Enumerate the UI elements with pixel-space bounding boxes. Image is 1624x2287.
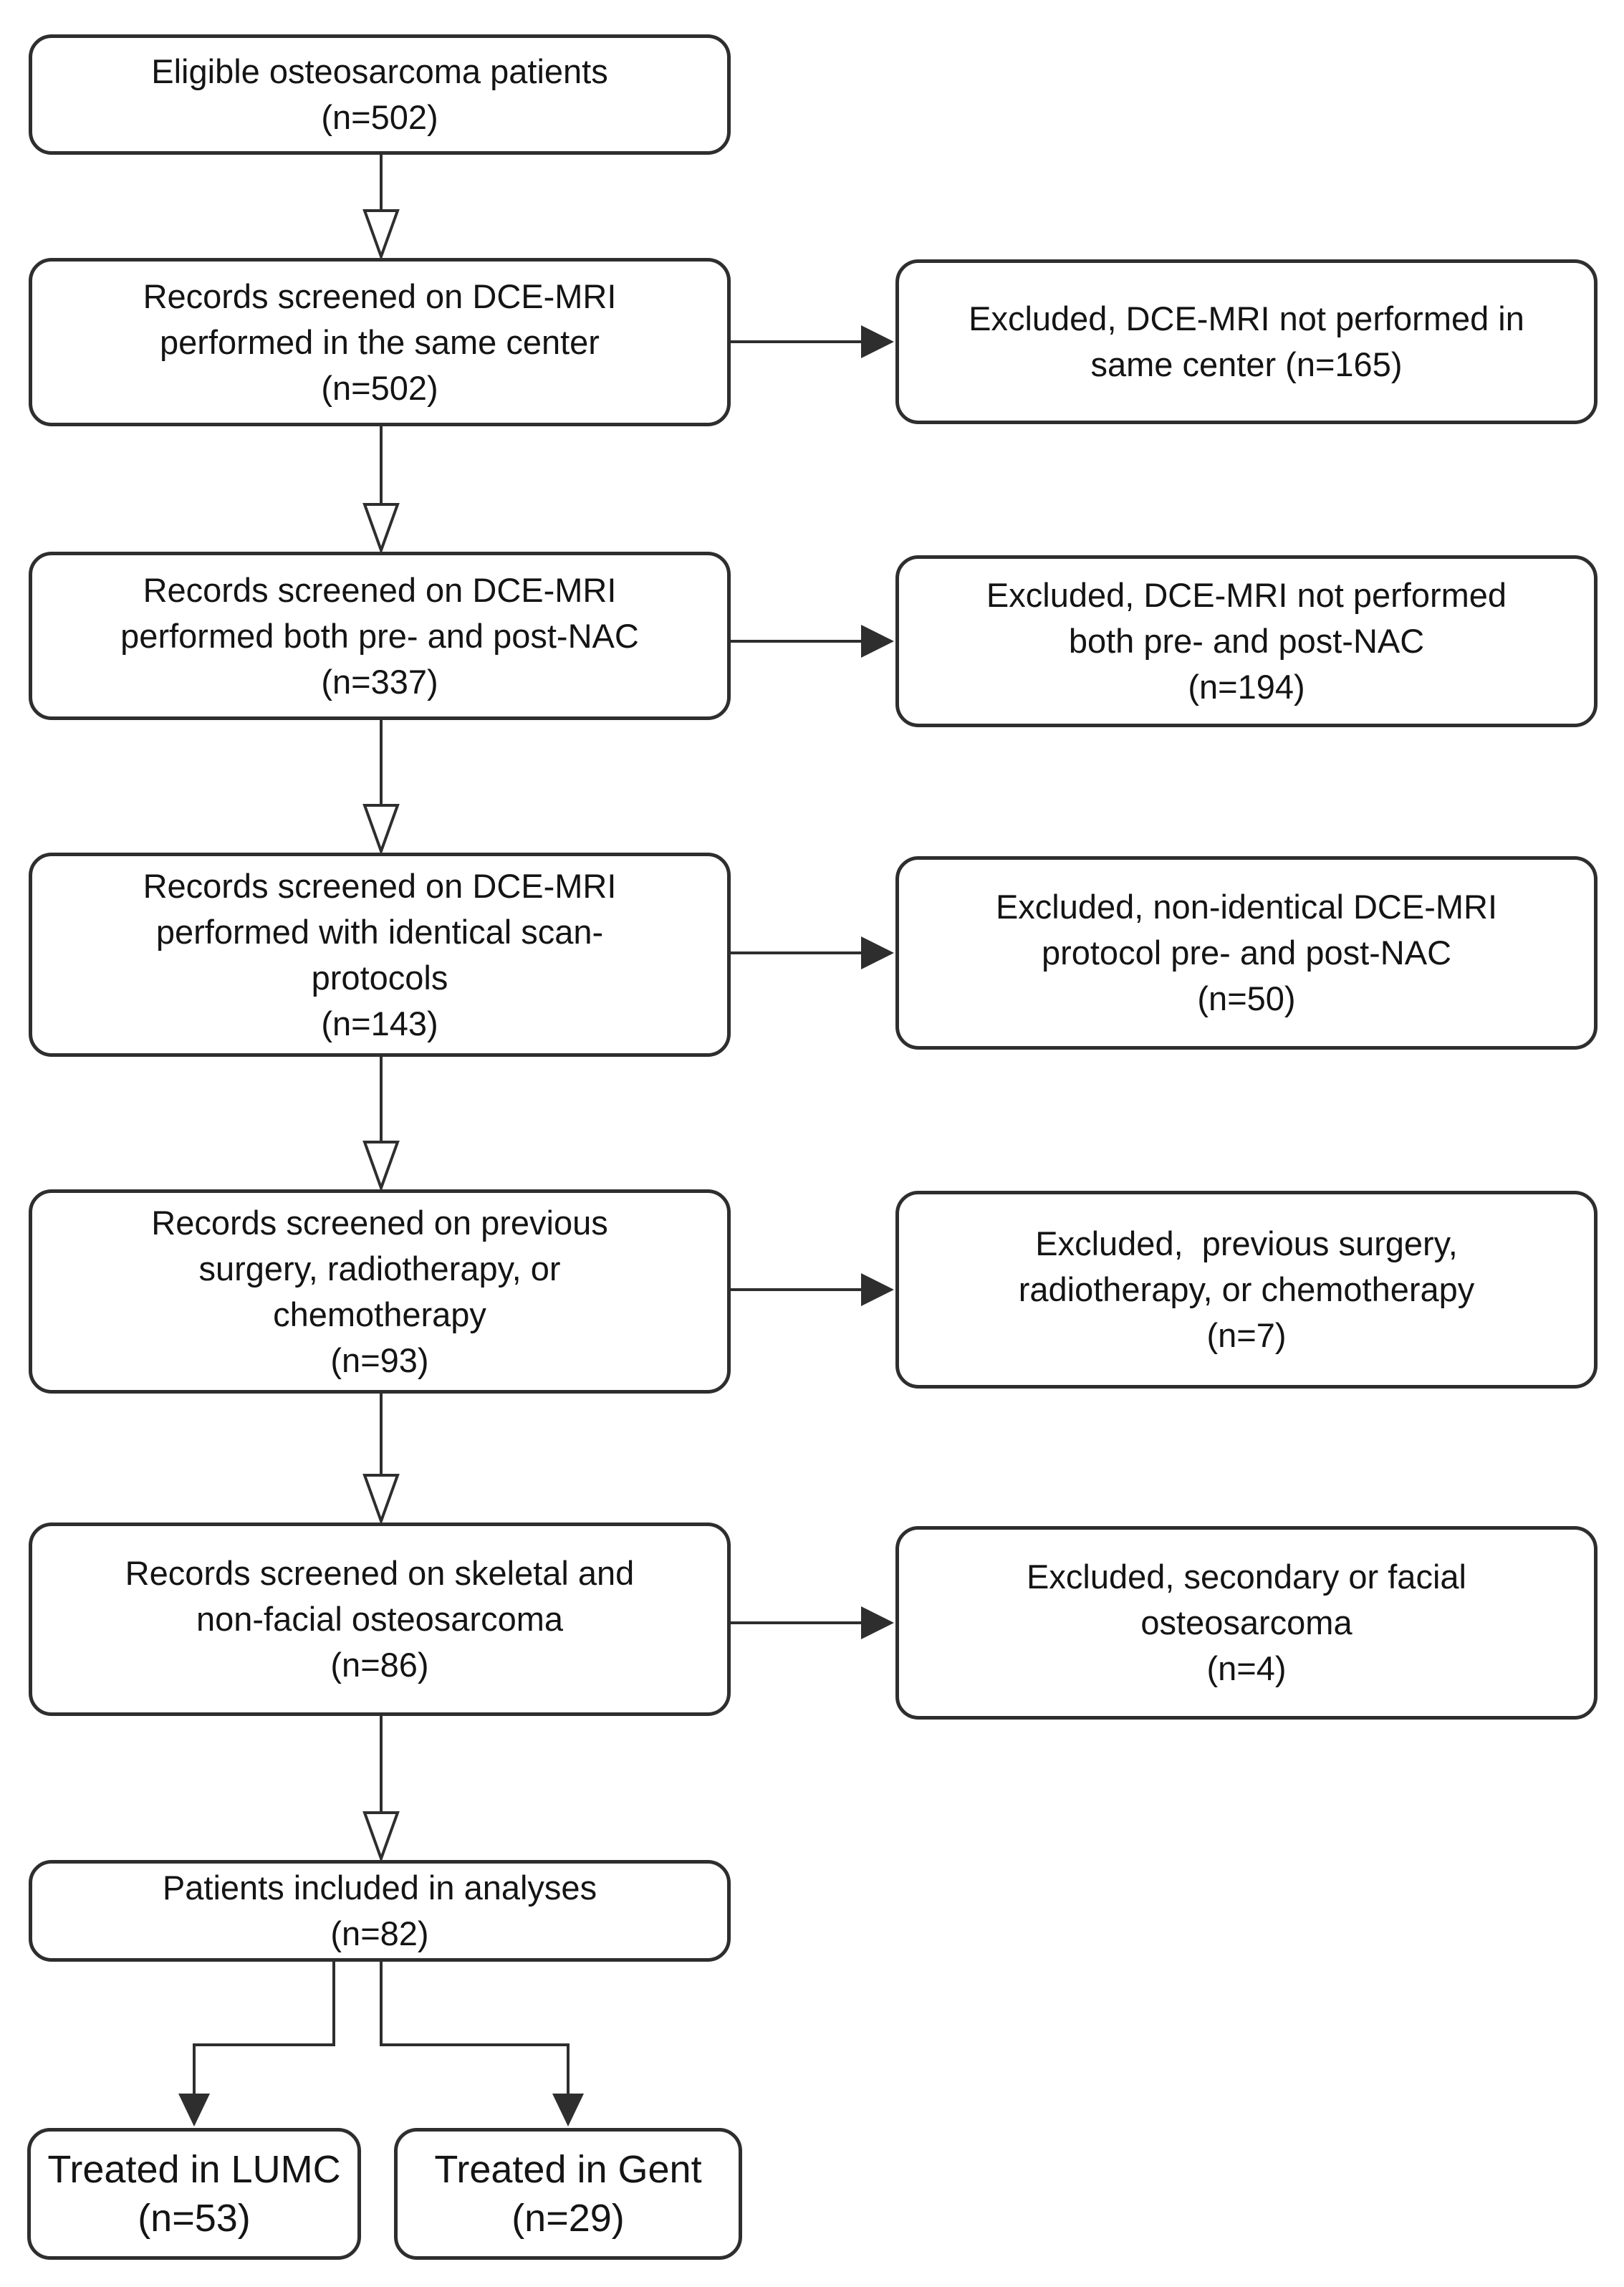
node-screened-pre-post-nac: Records screened on DCE-MRI performed bo… xyxy=(29,552,731,720)
node-screened-same-center: Records screened on DCE-MRI performed in… xyxy=(29,258,731,426)
node-text-line: Eligible osteosarcoma patients xyxy=(151,52,608,90)
node-text-line: performed both pre- and post-NAC xyxy=(120,616,639,655)
arrow-screen-protocol-to-screen-prior xyxy=(362,1057,400,1192)
node-eligible-patients: Eligible osteosarcoma patients (n=502) xyxy=(29,34,731,155)
node-text-line: Patients included in analyses xyxy=(162,1869,597,1907)
node-screened-skeletal-nonfacial: Records screened on skeletal and non-fac… xyxy=(29,1523,731,1716)
node-text-line: Excluded, secondary or facial xyxy=(1027,1558,1466,1596)
node-text-line: (n=86) xyxy=(330,1646,429,1684)
node-text-line: (n=53) xyxy=(138,2197,251,2240)
node-text-line: Excluded, previous surgery, xyxy=(1035,1224,1458,1262)
arrow-to-excluded-same-center xyxy=(731,325,894,358)
node-text-line: performed with identical scan- xyxy=(155,912,604,951)
node-text-line: protocol pre- and post-NAC xyxy=(1041,934,1452,972)
node-text-line: radiotherapy, or chemotherapy xyxy=(1018,1270,1475,1308)
node-excluded-pre-post-nac: Excluded, DCE-MRI not performed both pre… xyxy=(895,555,1597,727)
arrow-screen-prepost-to-screen-protocol xyxy=(362,720,400,855)
node-text-line: (n=50) xyxy=(1197,979,1296,1017)
node-text-line: Excluded, DCE-MRI not performed in xyxy=(969,299,1524,337)
node-text-line: (n=82) xyxy=(330,1914,429,1952)
node-excluded-nonidentical-protocol: Excluded, non-identical DCE-MRI protocol… xyxy=(895,856,1597,1050)
node-text-line: Treated in Gent xyxy=(434,2148,702,2191)
node-text-line: protocols xyxy=(311,958,448,997)
arrow-screen-skeletal-to-included xyxy=(362,1716,400,1863)
arrow-screen-prior-to-screen-skeletal xyxy=(362,1394,400,1525)
node-text-line: (n=29) xyxy=(511,2197,625,2240)
arrow-eligible-to-screen-center xyxy=(362,155,400,261)
node-patients-included: Patients included in analyses (n=82) xyxy=(29,1860,731,1962)
node-text-line: (n=4) xyxy=(1206,1649,1287,1687)
node-text-line: performed in the same center xyxy=(160,322,600,361)
arrow-to-excluded-pre-post xyxy=(731,625,894,658)
arrow-to-excluded-secondary xyxy=(731,1606,894,1639)
node-text-line: (n=194) xyxy=(1188,668,1305,706)
node-text-line: Records screened on DCE-MRI xyxy=(143,570,617,609)
node-text-line: (n=143) xyxy=(321,1004,438,1042)
node-text-line: Records screened on skeletal and xyxy=(125,1554,635,1592)
node-excluded-same-center: Excluded, DCE-MRI not performed in same … xyxy=(895,259,1597,424)
arrow-to-excluded-prior-treatment xyxy=(731,1273,894,1306)
node-excluded-secondary-facial: Excluded, secondary or facial osteosarco… xyxy=(895,1526,1597,1720)
node-text-line: (n=502) xyxy=(321,368,438,407)
node-treated-lumc: Treated in LUMC (n=53) xyxy=(27,2128,361,2260)
node-text-line: Treated in LUMC xyxy=(47,2148,341,2191)
node-text-line: osteosarcoma xyxy=(1140,1603,1352,1641)
node-screened-identical-protocols: Records screened on DCE-MRI performed wi… xyxy=(29,853,731,1057)
node-text-line: Records screened on DCE-MRI xyxy=(143,277,617,315)
node-text-line: chemotherapy xyxy=(273,1295,486,1333)
node-excluded-prior-treatment: Excluded, previous surgery, radiotherapy… xyxy=(895,1191,1597,1389)
node-text-line: (n=7) xyxy=(1206,1316,1287,1354)
node-text-line: non-facial osteosarcoma xyxy=(196,1600,564,1638)
connector-included-to-treated-gent xyxy=(380,1962,584,2127)
node-screened-prior-treatment: Records screened on previous surgery, ra… xyxy=(29,1189,731,1394)
arrow-to-excluded-protocol xyxy=(731,936,894,969)
arrow-screen-center-to-screen-prepost xyxy=(362,426,400,555)
node-text-line: Records screened on previous xyxy=(151,1203,608,1242)
node-text-line: (n=93) xyxy=(330,1341,429,1379)
node-text-line: Excluded, non-identical DCE-MRI xyxy=(995,888,1498,926)
node-text-line: both pre- and post-NAC xyxy=(1068,622,1425,660)
node-text-line: Excluded, DCE-MRI not performed xyxy=(986,576,1507,614)
node-text-line: surgery, radiotherapy, or xyxy=(198,1249,561,1288)
node-text-line: (n=502) xyxy=(321,98,438,136)
node-text-line: (n=337) xyxy=(321,662,438,701)
node-text-line: same center (n=165) xyxy=(1090,345,1403,383)
connector-included-to-treated-lumc xyxy=(178,1962,335,2127)
node-text-line: Records screened on DCE-MRI xyxy=(143,866,617,905)
node-treated-gent: Treated in Gent (n=29) xyxy=(394,2128,742,2260)
